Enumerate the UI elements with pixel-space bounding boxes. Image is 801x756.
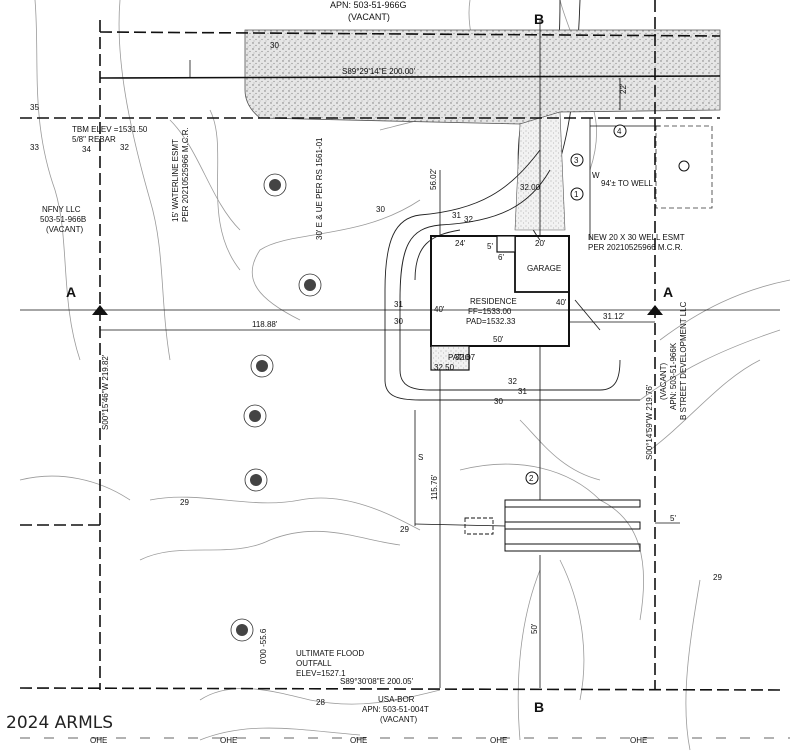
- ohe-4: OHE: [490, 736, 507, 745]
- flood-line-3: ELEV=1527.1: [296, 669, 346, 678]
- nfny-line-3: (VACANT): [46, 225, 84, 234]
- dim-40-right: 40': [556, 298, 567, 307]
- well-line: [589, 118, 660, 240]
- flood-line-2: OUTFALL: [296, 659, 332, 668]
- dim-50v: 50': [530, 623, 539, 634]
- sewer-label: S: [418, 453, 423, 462]
- patio-label: PATIO: [448, 353, 471, 362]
- key-4: 4: [617, 127, 622, 136]
- dim-100: 0'00 -55.6: [259, 628, 268, 664]
- contour-34: 34: [82, 145, 91, 154]
- watermark: 2024 ARMLS: [6, 713, 113, 733]
- waterline-line-2: PER 20210525966 M.C.R.: [181, 127, 190, 222]
- dim-56: 56.02': [429, 168, 438, 190]
- ohe-2: OHE: [220, 736, 237, 745]
- usa-line-3: (VACANT): [380, 715, 418, 724]
- dim-40-left: 40': [434, 305, 445, 314]
- ohe-3: OHE: [350, 736, 367, 745]
- bottom-bearing: S89°30'08"E 200.05': [340, 677, 414, 686]
- dim-6: 6': [498, 253, 504, 262]
- well-symbol: [678, 160, 690, 172]
- dim-118: 118.88': [252, 320, 278, 329]
- grading-contours: [384, 149, 640, 401]
- grade-3267: 32.67: [455, 353, 476, 362]
- tbm-line-1: TBM ELEV =1531.50: [72, 125, 148, 134]
- residence-pad: PAD=1532.33: [466, 317, 516, 326]
- water-label: W: [592, 171, 600, 180]
- residence-label: RESIDENCE: [470, 297, 517, 306]
- dim-20: 20': [535, 239, 546, 248]
- contour-32a: 32: [464, 215, 473, 224]
- contour-31b: 31: [518, 387, 527, 396]
- key-3: 3: [574, 156, 579, 165]
- road-width: 22': [619, 83, 628, 94]
- residence-ff: FF=1533.00: [468, 307, 512, 316]
- section-markers: [92, 305, 663, 315]
- tree-symbols: [230, 173, 322, 642]
- well-esmt-2: PER 20210525966 M.C.R.: [588, 243, 683, 252]
- nfny-line-1: NFNY LLC: [42, 205, 81, 214]
- grade-3250: 32.50: [434, 363, 455, 372]
- dim-24: 24': [455, 239, 466, 248]
- contour-30d: 30: [270, 41, 279, 50]
- usa-line-2: APN: 503-51-004T: [362, 705, 429, 714]
- ohe-1: OHE: [90, 736, 107, 745]
- bst-line-3: (VACANT): [659, 362, 668, 400]
- entry-notch: [496, 235, 516, 253]
- contour-30c: 30: [494, 397, 503, 406]
- dim-50: 50': [493, 335, 504, 344]
- section-b-top: B: [534, 11, 544, 27]
- patio-outline: [430, 345, 470, 371]
- contour-30b: 30: [394, 317, 403, 326]
- tbm-line-2: 5/8" REBAR: [72, 135, 116, 144]
- dim-5r: 5': [670, 514, 676, 523]
- nfny-line-2: 503-51-966B: [40, 215, 86, 224]
- section-a-left: A: [66, 284, 76, 300]
- ohe-5: OHE: [630, 736, 647, 745]
- garage-outline: [514, 235, 570, 293]
- top-vacant: (VACANT): [348, 12, 390, 22]
- left-bearing: S00°15'46"W 219.82': [101, 354, 110, 430]
- road-bearing: S89°29'14"E 200.00': [342, 67, 416, 76]
- section-b-bottom: B: [534, 699, 544, 715]
- section-a-right: A: [663, 284, 673, 300]
- easement-left: 30' E & UE PER RS 1561-01: [315, 137, 324, 240]
- bst-line-1: B STREET DEVELOPMENT LLC: [679, 301, 688, 420]
- contour-29b: 29: [400, 525, 409, 534]
- key-1: 1: [574, 190, 579, 199]
- contour-29a: 29: [180, 498, 189, 507]
- well-esmt-1: NEW 20 X 30 WELL ESMT: [588, 233, 685, 242]
- contour-32b: 32: [508, 377, 517, 386]
- waterline-line-1: 15' WATERLINE ESMT: [171, 139, 180, 222]
- dim-31: 31.12': [603, 312, 625, 321]
- contour-30a: 30: [376, 205, 385, 214]
- contour-31a: 31: [452, 211, 461, 220]
- top-apn: APN: 503-51-966G: [330, 0, 407, 10]
- dim-115: 115.76': [430, 474, 439, 500]
- grade-3200: 32.00: [520, 183, 541, 192]
- well-dist: 94'± TO WELL: [601, 179, 653, 188]
- usa-line-1: USA-BOR: [378, 695, 415, 704]
- contour-29c: 29: [713, 573, 722, 582]
- key-2: 2: [529, 474, 534, 483]
- contour-32c: 32: [120, 143, 129, 152]
- dim-5: 5': [487, 242, 493, 251]
- garage-label: GARAGE: [527, 264, 561, 273]
- contour-28: 28: [316, 698, 325, 707]
- flood-line-1: ULTIMATE FLOOD: [296, 649, 364, 658]
- septic-field: [414, 499, 641, 552]
- well-easement: [655, 125, 713, 209]
- property-lines: [19, 0, 781, 691]
- contour-33: 33: [30, 143, 39, 152]
- right-bearing: S00°14'59"W 219.76': [645, 384, 654, 460]
- contour-35: 35: [30, 103, 39, 112]
- contour-31c: 31: [394, 300, 403, 309]
- keynotes: [525, 124, 627, 485]
- bst-line-2: APN: 503-51-966K: [669, 342, 678, 410]
